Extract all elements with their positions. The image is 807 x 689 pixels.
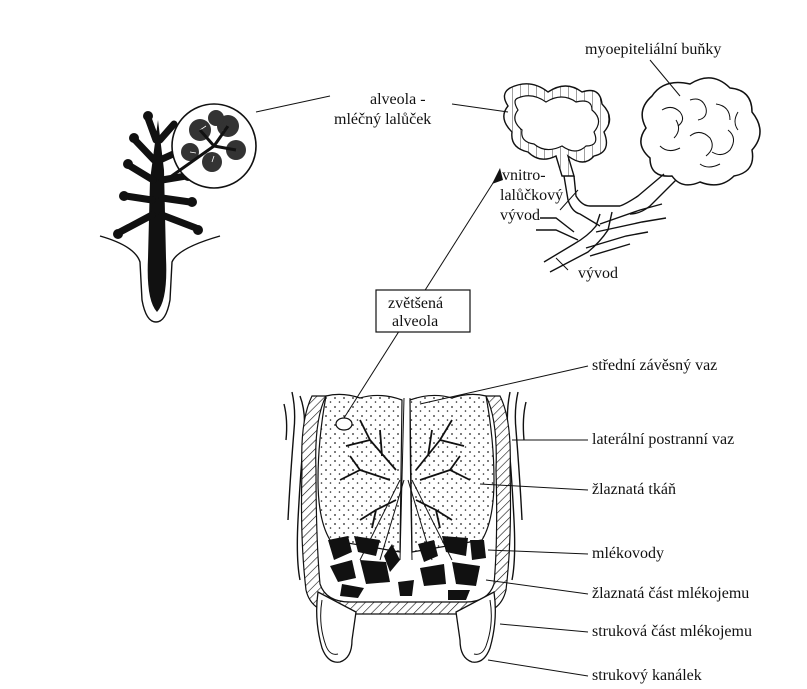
label-teat-canal: strukový kanálek	[592, 667, 702, 684]
label-median-ligament: střední závěsný vaz	[592, 357, 717, 374]
label-duct: vývod	[578, 265, 618, 282]
label-intralobular-2: lalůčkový	[500, 187, 563, 204]
lobular-tree-illustration	[100, 96, 330, 322]
label-intralobular-1: vnitro-	[502, 167, 546, 184]
udder-cross-section	[284, 392, 526, 662]
label-glandular-tissue: žlaznatá tkáň	[592, 481, 676, 498]
label-alveola-line2: mléčný lalůček	[334, 111, 431, 128]
label-teat-cistern: struková část mlékojemu	[592, 623, 752, 640]
label-gland-cistern: žlaznatá část mlékojemu	[592, 585, 749, 602]
label-enlarged-2: alveola	[392, 313, 438, 330]
label-milk-ducts: mlékovody	[592, 545, 664, 562]
label-lateral-ligament: laterální postranní vaz	[592, 431, 734, 448]
label-myoepithelial: myoepiteliální buňky	[585, 41, 721, 58]
label-enlarged-1: zvětšená	[388, 295, 443, 312]
label-alveola-line1: alveola -	[370, 91, 426, 108]
label-intralobular-3: vývod	[500, 207, 540, 224]
